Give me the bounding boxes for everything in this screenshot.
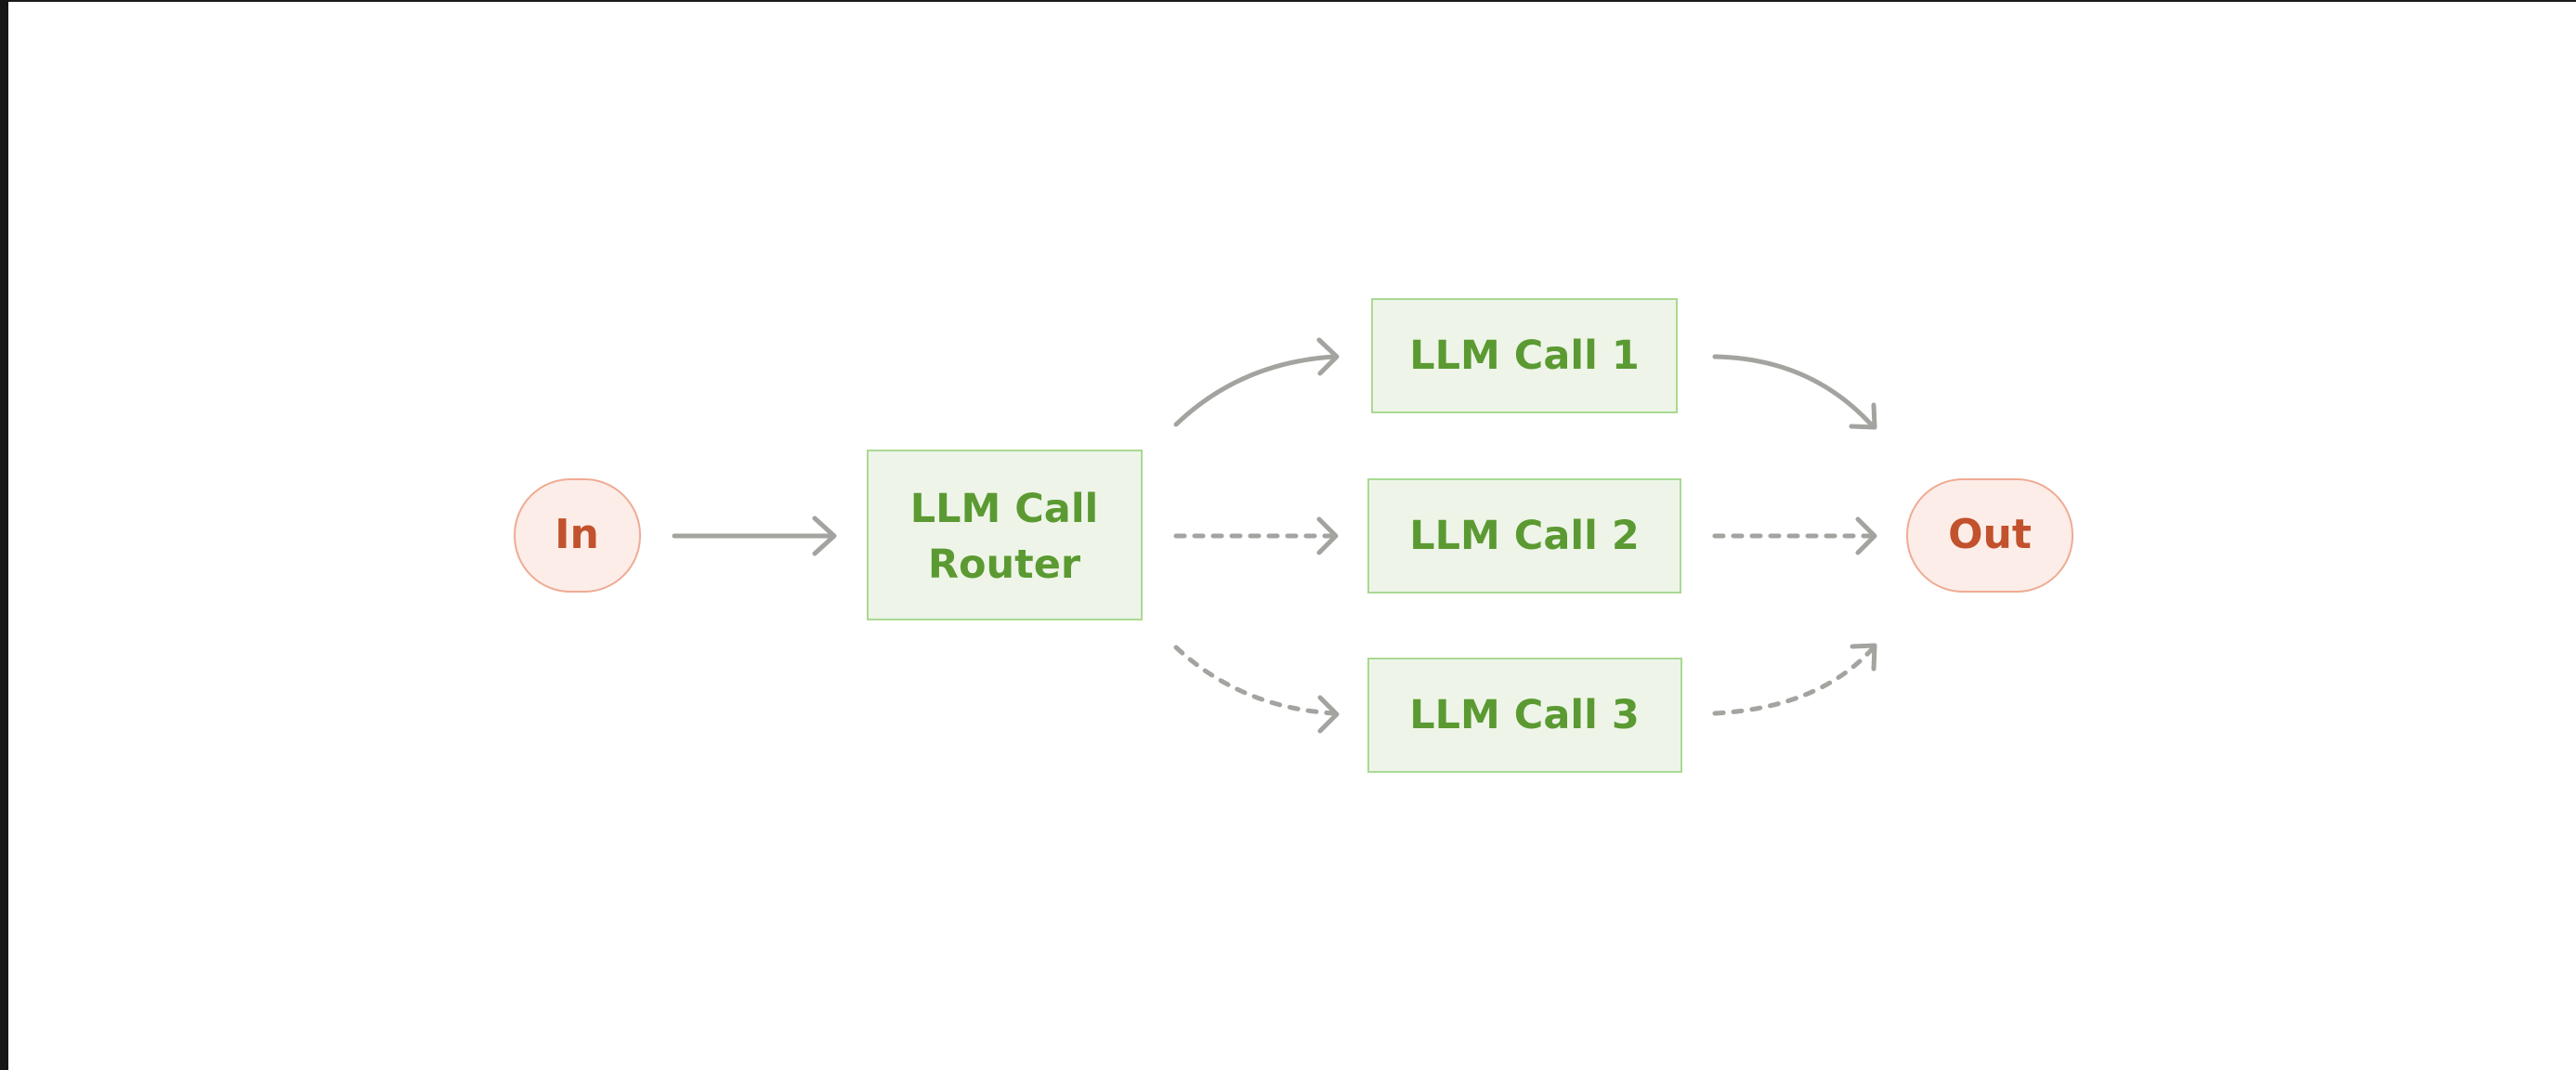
call2-node-label: LLM Call 2 — [1409, 513, 1640, 559]
input-node: In — [514, 478, 641, 593]
edge-call3-to-out — [1712, 643, 1877, 716]
edge-router-to-call1 — [1173, 337, 1340, 427]
call2-node-shape — [1367, 478, 1681, 594]
edge-router-to-call2 — [1173, 516, 1339, 555]
input-node-label: In — [555, 511, 599, 558]
router-node-shape — [867, 450, 1143, 620]
call2-node: LLM Call 2 — [1367, 478, 1681, 594]
edge-in-to-router — [672, 515, 837, 556]
edge-router-to-call3 — [1173, 645, 1340, 734]
router-node: LLM Call Router — [867, 450, 1143, 620]
call3-node-shape — [1367, 658, 1682, 773]
call1-node-label: LLM Call 1 — [1409, 333, 1640, 379]
router-node-label-line1: LLM Call — [910, 486, 1099, 532]
call1-node: LLM Call 1 — [1371, 298, 1678, 413]
call1-node-shape — [1371, 298, 1678, 413]
output-node: Out — [1906, 478, 2073, 593]
left-border — [0, 0, 8, 1070]
call3-node: LLM Call 3 — [1367, 658, 1682, 773]
call3-node-label: LLM Call 3 — [1409, 692, 1640, 738]
input-node-shape — [514, 478, 641, 593]
output-node-shape — [1906, 478, 2073, 593]
output-node-label: Out — [1948, 511, 2032, 558]
edge-call1-to-out — [1712, 354, 1877, 430]
edge-call2-to-out — [1712, 516, 1877, 555]
top-border — [0, 0, 2576, 2]
router-node-label-line2: Router — [928, 542, 1081, 588]
